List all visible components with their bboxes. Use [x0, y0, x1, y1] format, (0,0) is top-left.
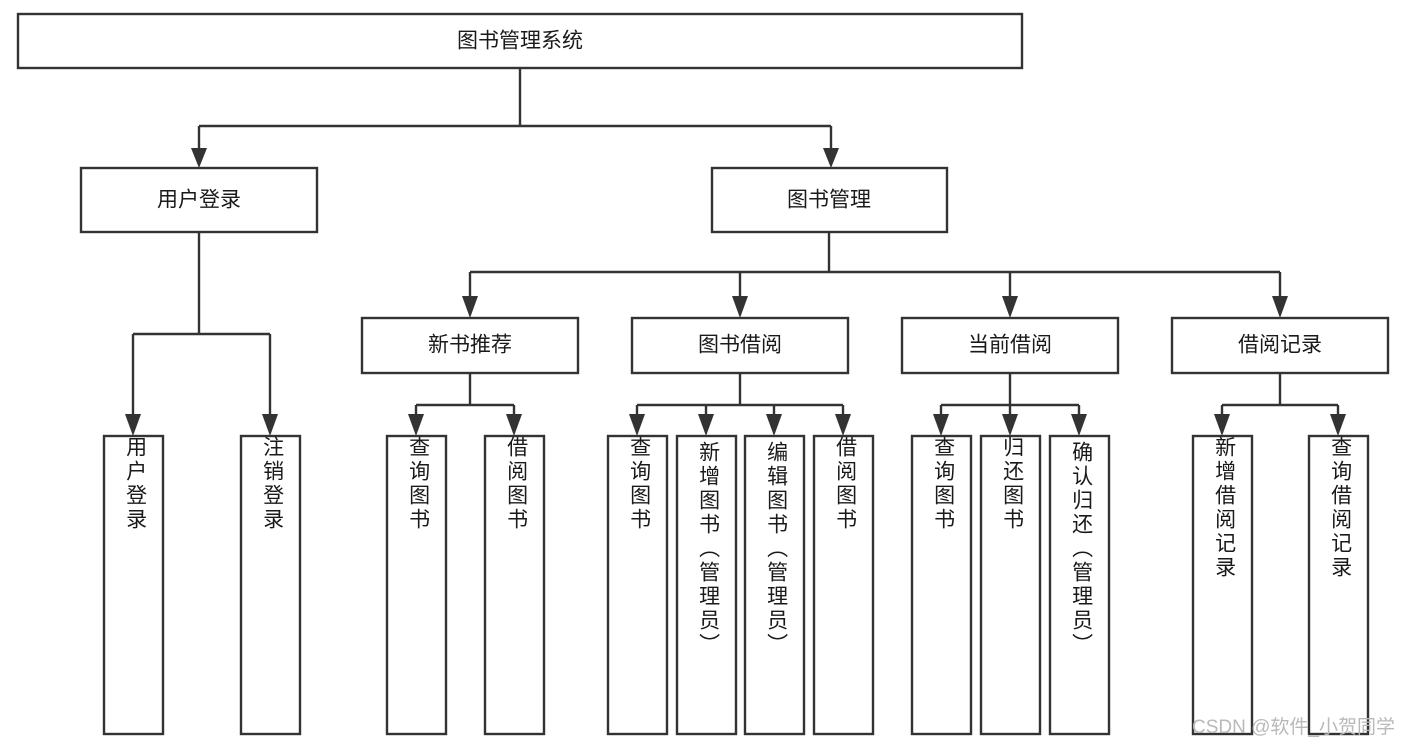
node-book-borrow-label: 图书借阅: [698, 334, 782, 357]
node-new-book-rec-label: 新书推荐: [428, 334, 512, 357]
node-book-borrow-box[interactable]: [630, 316, 850, 375]
arrow-head-current-borrow: [1002, 296, 1018, 318]
node-current-borrow-label: 当前借阅: [968, 334, 1052, 357]
node-leaf-add-record-box[interactable]: [1191, 434, 1254, 736]
node-root-box[interactable]: [16, 12, 1024, 70]
node-leaf-user-login-box[interactable]: [102, 434, 165, 736]
node-leaf-query-book-1-box[interactable]: [385, 434, 448, 736]
node-user-login[interactable]: 用户登录: [79, 166, 319, 234]
node-root[interactable]: 图书管理系统: [16, 12, 1024, 70]
connector-group-book-manage: [462, 232, 1288, 318]
node-leaf-logout-box[interactable]: [239, 434, 302, 736]
node-borrow-record[interactable]: 借阅记录: [1170, 316, 1390, 375]
arrow-head-userlogin: [191, 148, 207, 168]
node-user-login-box[interactable]: [79, 166, 319, 234]
arrow-head-leaf-add-book: [698, 414, 714, 436]
node-borrow-record-label: 借阅记录: [1238, 334, 1322, 357]
arrow-head-leaf-return-book: [1002, 414, 1018, 436]
connector-group-current-borrow: [933, 373, 1087, 436]
connector-group-root: [191, 68, 839, 168]
node-book-manage[interactable]: 图书管理: [710, 166, 949, 234]
node-new-book-rec[interactable]: 新书推荐: [360, 316, 580, 375]
node-leaf-borrow-book-1-box[interactable]: [483, 434, 546, 736]
arrow-head-leaf-borrow-book-1: [506, 414, 522, 436]
node-leaf-edit-book-box[interactable]: [743, 434, 806, 736]
arrow-head-leaf-user-login: [125, 414, 141, 436]
node-user-login-label: 用户登录: [157, 189, 241, 212]
node-leaf-return-book-box[interactable]: [979, 434, 1042, 736]
arrow-head-leaf-borrow-book-2: [835, 414, 851, 436]
arrow-head-book-borrow: [732, 296, 748, 318]
arrow-head-leaf-query-book-1: [408, 414, 424, 436]
arrow-head-leaf-edit-book: [766, 414, 782, 436]
arrow-head-borrow-record: [1272, 296, 1288, 318]
connector-group-new-book-rec: [408, 373, 522, 436]
arrow-head-bookmanage: [823, 148, 839, 168]
node-current-borrow[interactable]: 当前借阅: [900, 316, 1120, 375]
connector-group-user-login: [125, 232, 278, 436]
arrow-head-leaf-confirm-return: [1071, 414, 1087, 436]
node-leaf-confirm-return-box[interactable]: [1048, 434, 1111, 736]
arrow-head-new-book-rec: [462, 296, 478, 318]
node-book-borrow[interactable]: 图书借阅: [630, 316, 850, 375]
connector-group-book-borrow: [629, 373, 851, 436]
arrow-head-leaf-query-book-3: [933, 414, 949, 436]
node-new-book-rec-box[interactable]: [360, 316, 580, 375]
node-leaf-query-record-box[interactable]: [1307, 434, 1370, 736]
node-book-manage-label: 图书管理: [787, 189, 871, 212]
node-borrow-record-box[interactable]: [1170, 316, 1390, 375]
arrow-head-leaf-query-record: [1330, 414, 1346, 436]
node-leaf-add-book-box[interactable]: [675, 434, 738, 736]
node-leaf-query-book-2-box[interactable]: [606, 434, 669, 736]
node-leaf-borrow-book-2-box[interactable]: [812, 434, 875, 736]
arrow-head-leaf-logout: [262, 414, 278, 436]
node-root-label: 图书管理系统: [457, 30, 583, 53]
connector-group-borrow-record: [1214, 373, 1346, 436]
arrow-head-leaf-query-book-2: [629, 414, 645, 436]
node-current-borrow-box[interactable]: [900, 316, 1120, 375]
arrow-head-leaf-add-record: [1214, 414, 1230, 436]
node-book-manage-box[interactable]: [710, 166, 949, 234]
node-leaf-query-book-3-box[interactable]: [910, 434, 973, 736]
leaf-boxes-group: [102, 434, 1370, 736]
csdn-watermark: CSDN @软件_小贺同学: [1192, 717, 1395, 738]
